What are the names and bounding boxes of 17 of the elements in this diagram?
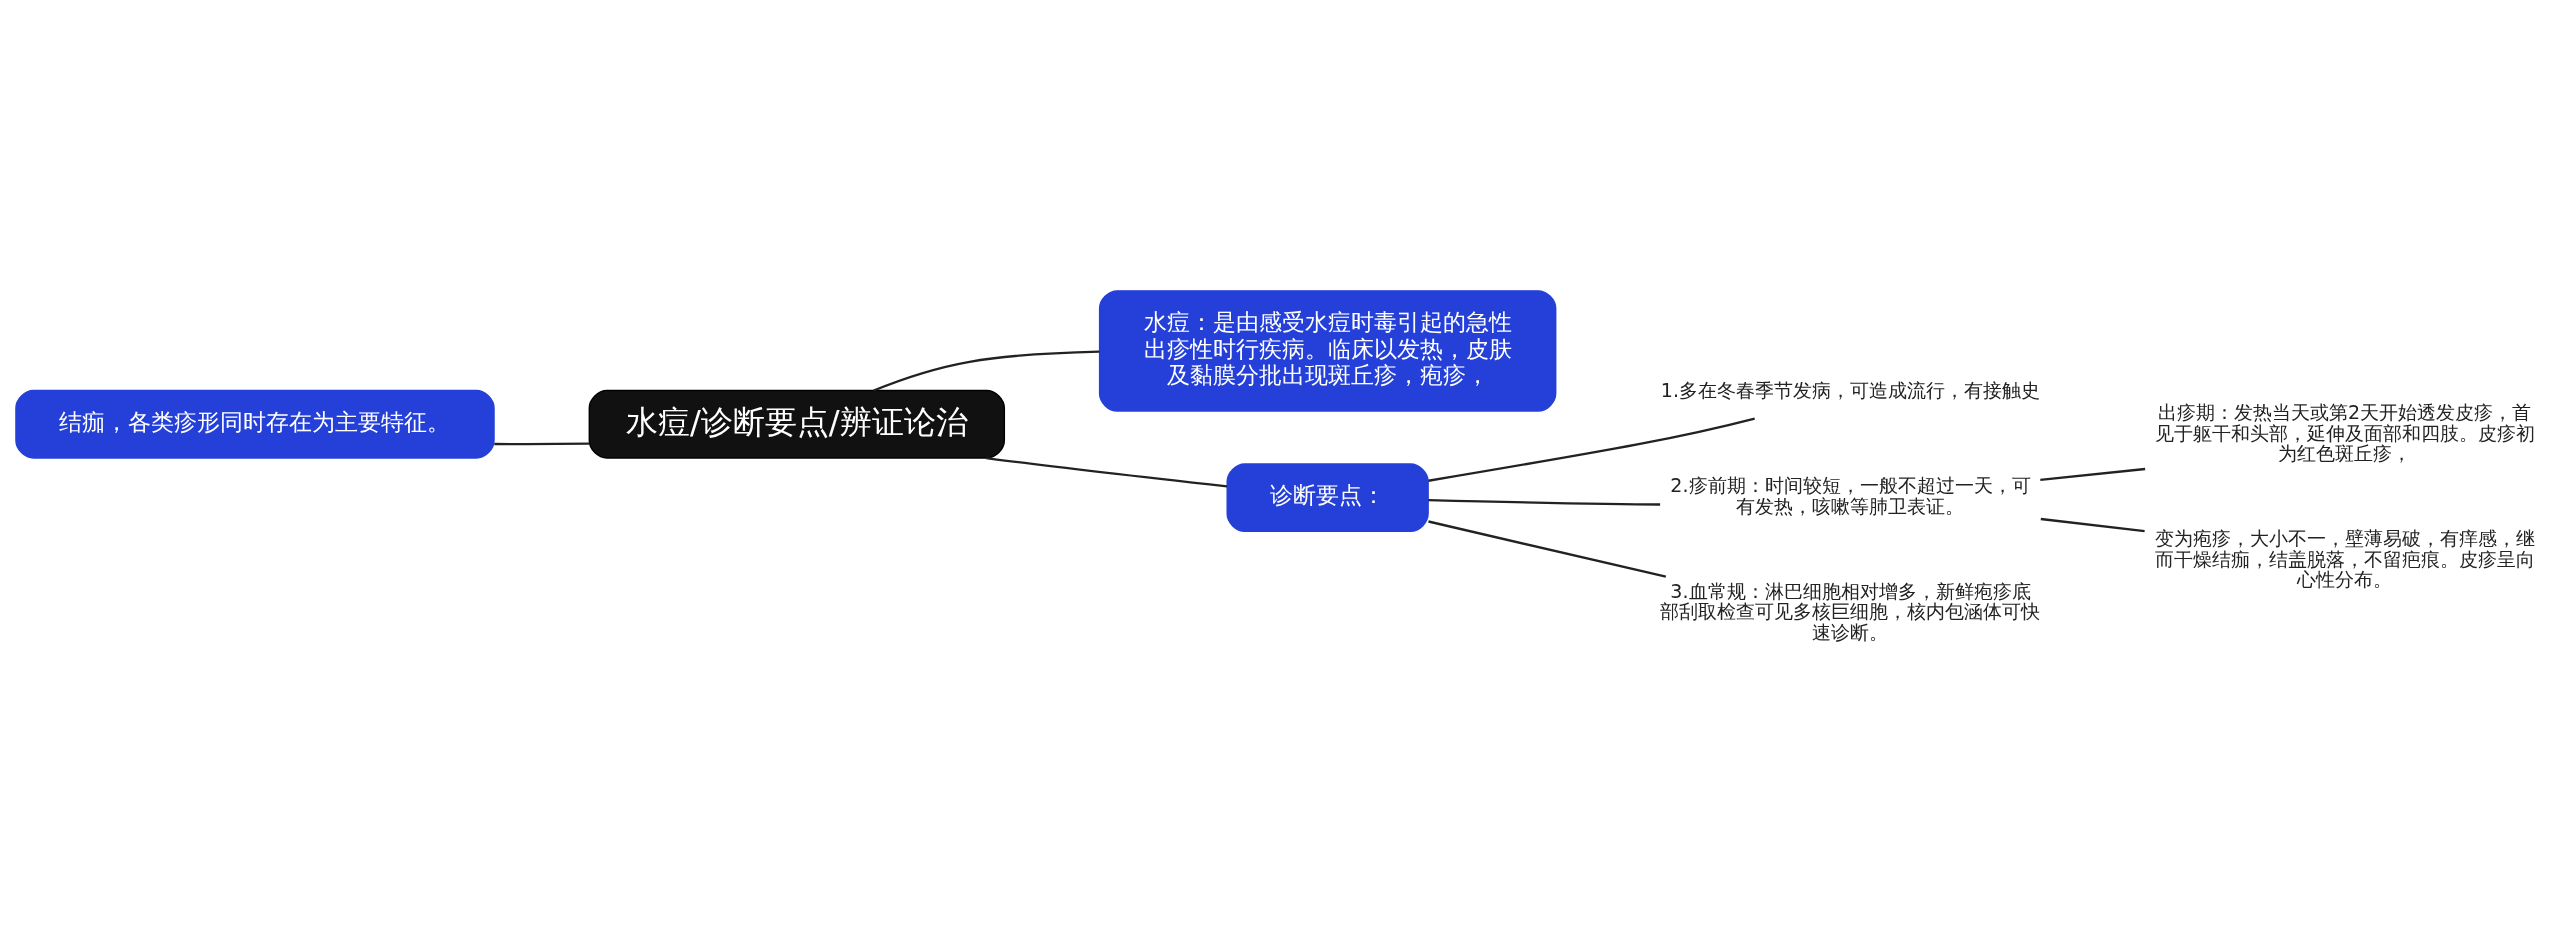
connector: [1428, 498, 1661, 506]
node-box: 水痘/诊断要点/辨证论治: [588, 389, 1006, 459]
node-text: 出疹期：发热当天或第2天开始透发皮疹，首见于躯干和头部，延伸及面部和四肢。皮疹初为红色斑丘疹，: [2154, 400, 2535, 464]
node-text: 3.血常规：淋巴细胞相对增多，新鲜疱疹底部刮取检查可见多核巨细胞，核内包涵体可快速诊断。: [1660, 579, 2041, 643]
connector: [873, 349, 1100, 392]
node-text: 2.疹前期：时间较短，一般不超过一天，可有发热，咳嗽等肺卫表证。: [1670, 473, 2031, 517]
node-text: 1.多在冬春季节发病，可造成流行，有接触史: [1660, 378, 2041, 401]
node-box: 诊断要点：: [1226, 462, 1429, 532]
connector: [2040, 517, 2145, 532]
connector: [1428, 416, 1755, 482]
connector: [2040, 467, 2146, 481]
connector: [1428, 519, 1667, 578]
node-box: 结痂，各类疹形同时存在为主要特征。: [15, 389, 495, 459]
connector: [494, 441, 590, 445]
node-text: 变为疱疹，大小不一，壁薄易破，有痒感，继而干燥结痂，结盖脱落，不留疤痕。皮疹呈向心性分布。: [2154, 526, 2535, 590]
connector: [986, 456, 1228, 488]
node-box: 水痘：是由感受水痘时毒引起的急性出疹性时行疾病。临床以发热，皮肤及黏膜分批出现斑丘疹，疱疹，: [1098, 289, 1557, 412]
